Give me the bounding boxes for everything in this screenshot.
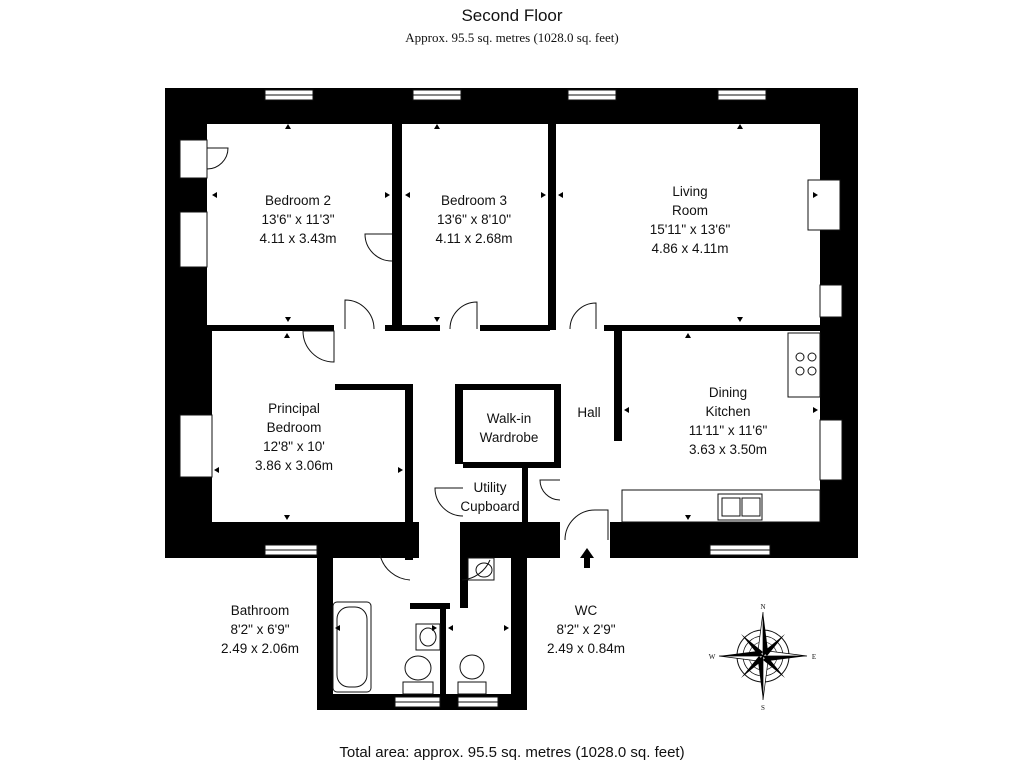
wc-basin xyxy=(467,557,495,581)
bedroom3-metric: 4.11 x 2.68m xyxy=(435,231,512,246)
living-imperial: 15'11" x 13'6" xyxy=(650,222,731,237)
bathroom-name: Bathroom xyxy=(231,603,290,618)
bathroom-basin xyxy=(415,623,441,651)
compass-north: N xyxy=(760,603,765,611)
bedroom3-imperial: 13'6" x 8'10" xyxy=(437,212,511,227)
total-area: Total area: approx. 95.5 sq. metres (102… xyxy=(339,744,685,761)
dimension-markers xyxy=(212,124,818,631)
wall-bath-north xyxy=(410,603,450,609)
bath-toilet-cistern xyxy=(402,681,434,695)
fixtures xyxy=(332,332,821,695)
bedroom2-name: Bedroom 2 xyxy=(265,193,331,208)
wall-bed2-bed3 xyxy=(392,124,402,330)
fireplaces xyxy=(179,139,843,481)
kitchen-name-1: Dining xyxy=(709,385,747,400)
compass-rose-icon: N S E W xyxy=(709,603,816,712)
principal-metric: 3.86 x 3.06m xyxy=(255,458,333,473)
bedroom2-metric: 4.11 x 3.43m xyxy=(259,231,336,246)
hall-name: Hall xyxy=(577,405,600,420)
living-metric: 4.86 x 4.11m xyxy=(651,241,728,256)
principal-name-2: Bedroom xyxy=(267,420,322,435)
south-wall-mid xyxy=(460,522,560,558)
wall-living-south xyxy=(604,325,820,331)
bedroom2-imperial: 13'6" x 11'3" xyxy=(261,212,334,227)
utility-name-2: Cupboard xyxy=(460,499,519,514)
wall-bed3-south-a xyxy=(385,325,440,331)
bathtub xyxy=(332,601,372,693)
wc-toilet-bowl xyxy=(459,654,485,680)
entrance-arrow-icon xyxy=(580,548,594,568)
wc-metric: 2.49 x 0.84m xyxy=(547,641,625,656)
wall-wardrobe-west xyxy=(455,384,463,464)
wall-bath-wc xyxy=(460,548,468,608)
kitchen-imperial: 11'11" x 11'6" xyxy=(689,423,768,438)
wall-passage xyxy=(335,384,413,390)
wc-imperial: 8'2" x 2'9" xyxy=(556,622,615,637)
wall-principal-hall xyxy=(405,390,413,560)
east-outer-wall xyxy=(820,88,858,558)
compass-south: S xyxy=(761,704,765,712)
plan-subtitle: Approx. 95.5 sq. metres (1028.0 sq. feet… xyxy=(405,30,619,45)
wardrobe-name-1: Walk-in xyxy=(487,411,532,426)
wall-bath-wc-divider xyxy=(440,603,446,694)
compass-west: W xyxy=(709,653,716,661)
wall-hall-kitchen xyxy=(614,331,622,441)
kitchen-worktop xyxy=(621,489,821,523)
windows xyxy=(264,89,771,708)
bedroom3-name: Bedroom 3 xyxy=(441,193,507,208)
room-labels: Bedroom 2 13'6" x 11'3" 4.11 x 3.43m Bed… xyxy=(221,184,767,656)
bathroom-imperial: 8'2" x 6'9" xyxy=(230,622,289,637)
wall-bed3-living xyxy=(548,124,556,330)
kitchen-name-2: Kitchen xyxy=(705,404,750,419)
wardrobe-name-2: Wardrobe xyxy=(480,430,539,445)
living-name-1: Living xyxy=(672,184,707,199)
wall-bed3-south-b xyxy=(480,325,550,331)
principal-name-1: Principal xyxy=(268,401,320,416)
kitchen-metric: 3.63 x 3.50m xyxy=(689,442,767,457)
wall-bed2-south xyxy=(207,325,334,331)
kitchen-sink xyxy=(717,493,763,521)
wc-east-wall xyxy=(511,550,527,710)
compass-east: E xyxy=(812,653,816,661)
wall-wardrobe-north xyxy=(455,384,561,390)
utility-name-1: Utility xyxy=(474,480,507,495)
bathroom-west-wall xyxy=(317,550,333,710)
wall-wardrobe-east xyxy=(554,384,561,464)
plan-title: Second Floor xyxy=(461,6,563,25)
bathroom-metric: 2.49 x 2.06m xyxy=(221,641,299,656)
living-name-2: Room xyxy=(672,203,708,218)
wc-name: WC xyxy=(575,603,598,618)
doors xyxy=(206,147,609,581)
wall-utility-east xyxy=(522,468,528,526)
kitchen-counter-top xyxy=(787,332,821,398)
wall-wardrobe-south xyxy=(463,462,561,468)
wc-cistern xyxy=(457,681,487,695)
bath-toilet-bowl xyxy=(404,655,432,681)
principal-imperial: 12'8" x 10' xyxy=(263,439,325,454)
